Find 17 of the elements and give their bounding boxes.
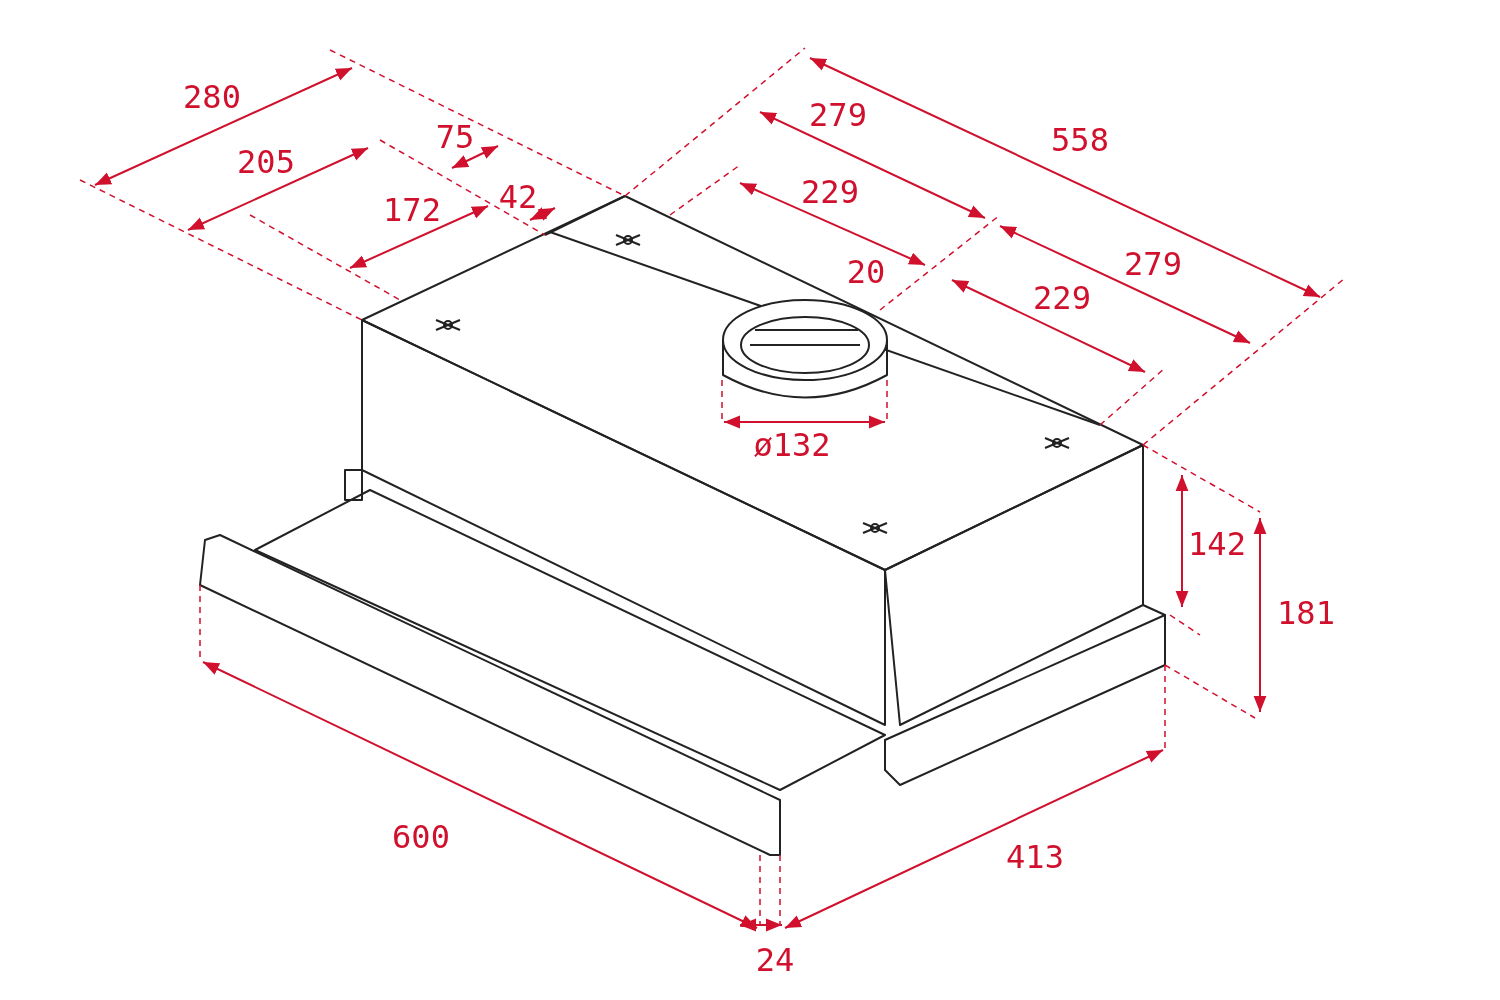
dimension-value: 279 bbox=[809, 99, 867, 131]
dimension-value: 181 bbox=[1277, 597, 1335, 629]
dimension-value: 229 bbox=[1033, 282, 1091, 314]
dimension-value: 205 bbox=[237, 146, 295, 178]
dimension-value: 142 bbox=[1188, 528, 1246, 560]
dimension-value: 558 bbox=[1051, 124, 1109, 156]
dimension-value: 600 bbox=[392, 821, 450, 853]
dimension-value: 24 bbox=[755, 944, 795, 976]
dimension-value: 280 bbox=[183, 81, 241, 113]
dimension-value: ø132 bbox=[753, 429, 831, 461]
dimension-value: 75 bbox=[435, 121, 475, 153]
dimension-value: 413 bbox=[1006, 841, 1064, 873]
dimension-value: 20 bbox=[846, 256, 886, 288]
dimension-value: 172 bbox=[383, 194, 441, 226]
dimension-value: 279 bbox=[1124, 248, 1182, 280]
dimension-value: 229 bbox=[801, 176, 859, 208]
dimension-value: 42 bbox=[498, 181, 538, 213]
